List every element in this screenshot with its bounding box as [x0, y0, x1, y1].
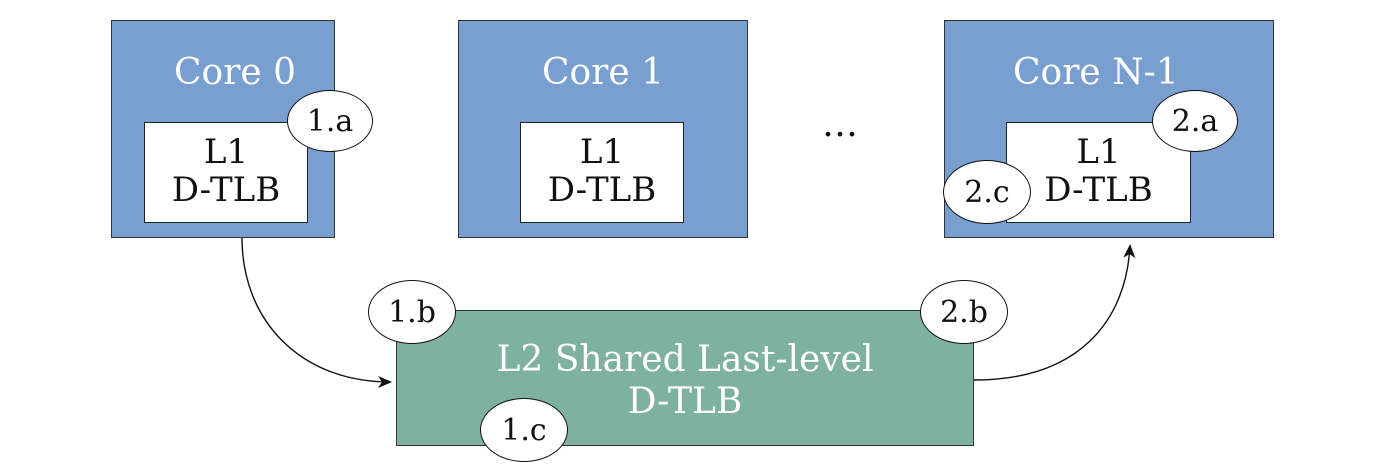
dtlb-label: D-TLB	[547, 170, 657, 210]
core-1: Core 1 L1 D-TLB	[458, 20, 748, 238]
step-1b-badge: 1.b	[368, 280, 456, 344]
core-title: Core N-1	[1013, 52, 1179, 93]
dtlb-label: D-TLB	[1044, 170, 1153, 210]
step-1c-badge: 1.c	[480, 398, 568, 462]
arrow-core0-to-l2	[241, 237, 392, 388]
l1-label: L1	[203, 132, 249, 172]
l1-dtlb: L1 D-TLB	[520, 122, 684, 223]
l2-title: L2 Shared Last-level	[496, 339, 874, 380]
step-1a-badge: 1.a	[287, 90, 373, 152]
l1-label: L1	[1076, 132, 1121, 172]
step-2c-badge: 2.c	[943, 160, 1031, 224]
l1-label: L1	[579, 132, 625, 172]
l1-dtlb: L1 D-TLB	[144, 122, 308, 223]
step-2a-badge: 2.a	[1152, 90, 1238, 152]
core-title: Core 1	[541, 52, 665, 93]
ellipsis: …	[822, 104, 858, 145]
step-2b-badge: 2.b	[920, 280, 1008, 344]
core-title: Core 0	[174, 52, 297, 93]
l2-subtitle: D-TLB	[627, 381, 743, 422]
dtlb-label: D-TLB	[171, 170, 281, 210]
arrow-l2-to-coreN	[973, 244, 1136, 381]
